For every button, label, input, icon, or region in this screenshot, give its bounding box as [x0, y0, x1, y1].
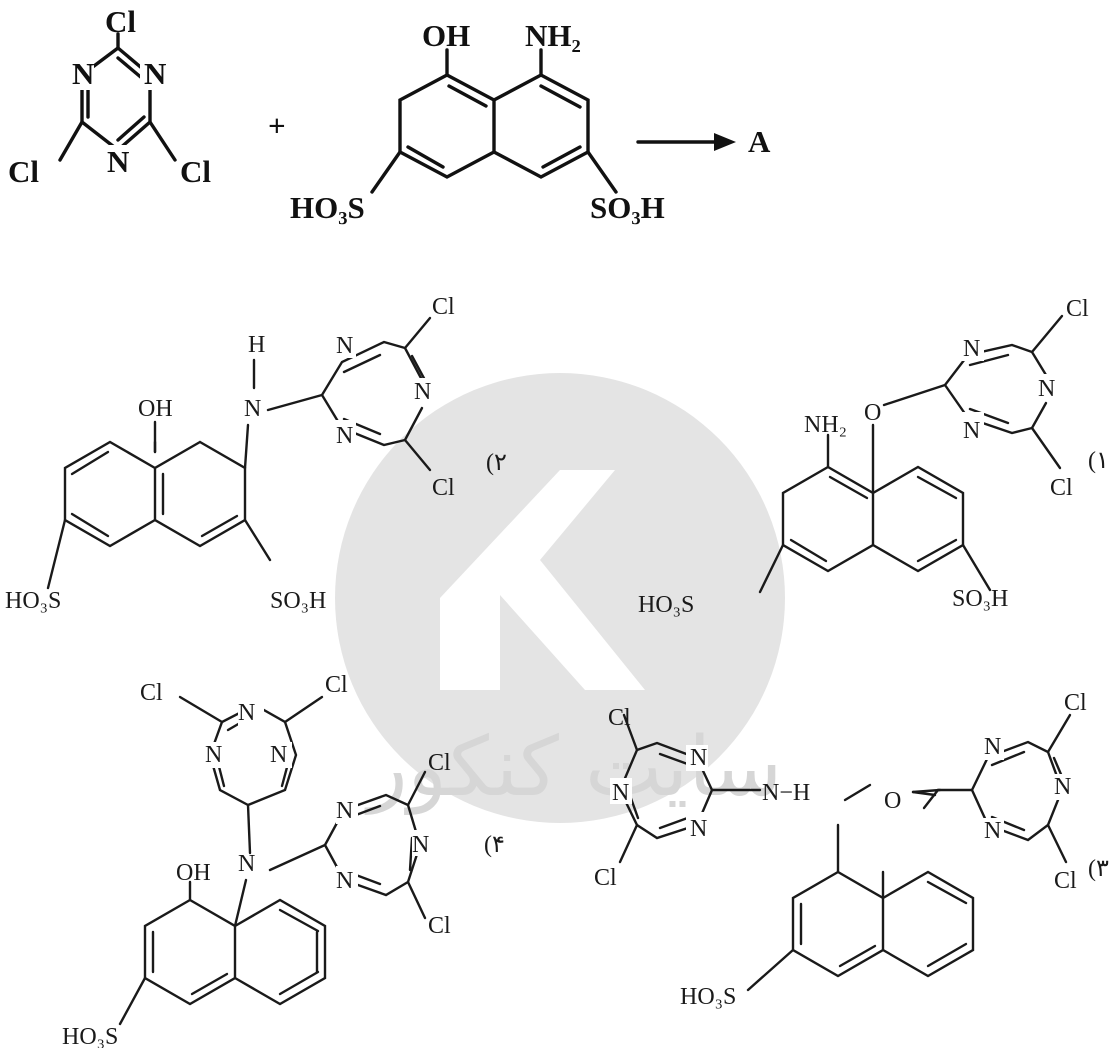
- opt3-t2-cl1: Cl: [1064, 690, 1087, 716]
- opt4-t1-n3: N: [270, 742, 287, 768]
- opt4-t2-n1: N: [336, 798, 353, 824]
- opt2-number: (۲: [486, 450, 507, 476]
- cyanuric-n-bottom: N: [107, 144, 129, 179]
- opt2-n-linker: N: [244, 396, 261, 422]
- opt3-t2-cl2: Cl: [1054, 868, 1077, 894]
- h-acid-oh: OH: [422, 18, 470, 53]
- opt3-t2-n2: N: [1054, 774, 1071, 800]
- opt1-triazine-n2: N: [1038, 376, 1055, 402]
- opt4-t1-n2: N: [205, 742, 222, 768]
- opt2-oh: OH: [138, 396, 173, 422]
- opt3-t2-n1: N: [984, 734, 1001, 760]
- watermark-logo-k: [440, 470, 645, 690]
- opt3-t1-cl1: Cl: [608, 705, 631, 731]
- h-acid-so3h-right: SO₃H: [590, 190, 665, 225]
- opt3-t1-n3: N: [690, 816, 707, 842]
- opt4-t1-cl1: Cl: [140, 680, 163, 706]
- opt4-n-center: N: [238, 851, 255, 877]
- opt1-cl-bottom: Cl: [1050, 475, 1073, 501]
- opt2-h: H: [248, 332, 265, 358]
- reaction-arrow: [636, 133, 736, 151]
- opt1-nh2: NH₂: [804, 412, 847, 438]
- opt3-t1-n2: N: [612, 780, 629, 806]
- cyanuric-cl-right: Cl: [180, 154, 211, 189]
- opt1-cl-top: Cl: [1066, 296, 1089, 322]
- opt2-triazine-n1: N: [336, 333, 353, 359]
- watermark: سایت کنکور: [335, 373, 785, 823]
- opt2-cl-bottom: Cl: [432, 475, 455, 501]
- opt2-so3h-right: SO₃H: [270, 588, 326, 614]
- opt4-t2-cl1: Cl: [428, 750, 451, 776]
- option-1-structure: NH₂ O N N N Cl Cl HO₃S SO₃H (۱: [638, 296, 1109, 618]
- plus-sign: +: [268, 108, 286, 143]
- cyanuric-top-cl: Cl: [105, 4, 136, 39]
- cyanuric-cl-left: Cl: [8, 154, 39, 189]
- opt3-nh: N−H: [762, 780, 810, 806]
- opt2-triazine-n2: N: [414, 379, 431, 405]
- opt1-o: O: [864, 400, 881, 426]
- cyanuric-n-left: N: [72, 56, 94, 91]
- opt3-so3h: HO₃S: [680, 984, 736, 1010]
- opt4-t1-n1: N: [238, 700, 255, 726]
- h-acid-so3h-left: HO₃S: [290, 190, 365, 225]
- opt1-so3h-right: SO₃H: [952, 586, 1008, 612]
- opt4-t2-n3: N: [336, 868, 353, 894]
- reactant-h-acid: OH NH₂ HO₃S SO₃H: [290, 18, 665, 225]
- watermark-text: سایت کنکور: [364, 720, 782, 815]
- h-acid-nh2: NH₂: [525, 18, 581, 53]
- option-3-structure: N−H O N N N Cl Cl N N N Cl Cl HO₃S (۳: [594, 690, 1109, 1010]
- opt4-so3h: HO₃S: [62, 1024, 118, 1048]
- opt1-so3h-left: HO₃S: [638, 592, 694, 618]
- opt3-number: (۳: [1088, 856, 1109, 882]
- opt2-cl-top: Cl: [432, 294, 455, 320]
- cyanuric-n-right: N: [144, 56, 166, 91]
- opt1-triazine-n1: N: [963, 336, 980, 362]
- opt2-triazine-n3: N: [336, 423, 353, 449]
- opt4-number: (۴: [484, 832, 505, 858]
- option-4-structure: N OH N N N Cl Cl N N N Cl Cl HO₃S (۴: [62, 672, 505, 1048]
- opt4-t2-n2: N: [412, 832, 429, 858]
- opt4-t1-cl2: Cl: [325, 672, 348, 698]
- opt2-so3h-left: HO₃S: [5, 588, 61, 614]
- opt3-o: O: [884, 788, 901, 814]
- opt4-t2-cl2: Cl: [428, 913, 451, 939]
- opt1-triazine-n3: N: [963, 418, 980, 444]
- opt3-t2-n3: N: [984, 818, 1001, 844]
- opt3-t1-cl2: Cl: [594, 865, 617, 891]
- reactant-cyanuric-chloride: Cl N N N Cl Cl: [8, 4, 211, 189]
- product-a: A: [748, 124, 771, 159]
- opt3-t1-n1: N: [690, 745, 707, 771]
- opt4-oh: OH: [176, 860, 211, 886]
- opt1-number: (۱: [1088, 448, 1109, 474]
- option-2-structure: H N OH N N N Cl Cl HO₃S SO₃H (۲: [5, 294, 507, 614]
